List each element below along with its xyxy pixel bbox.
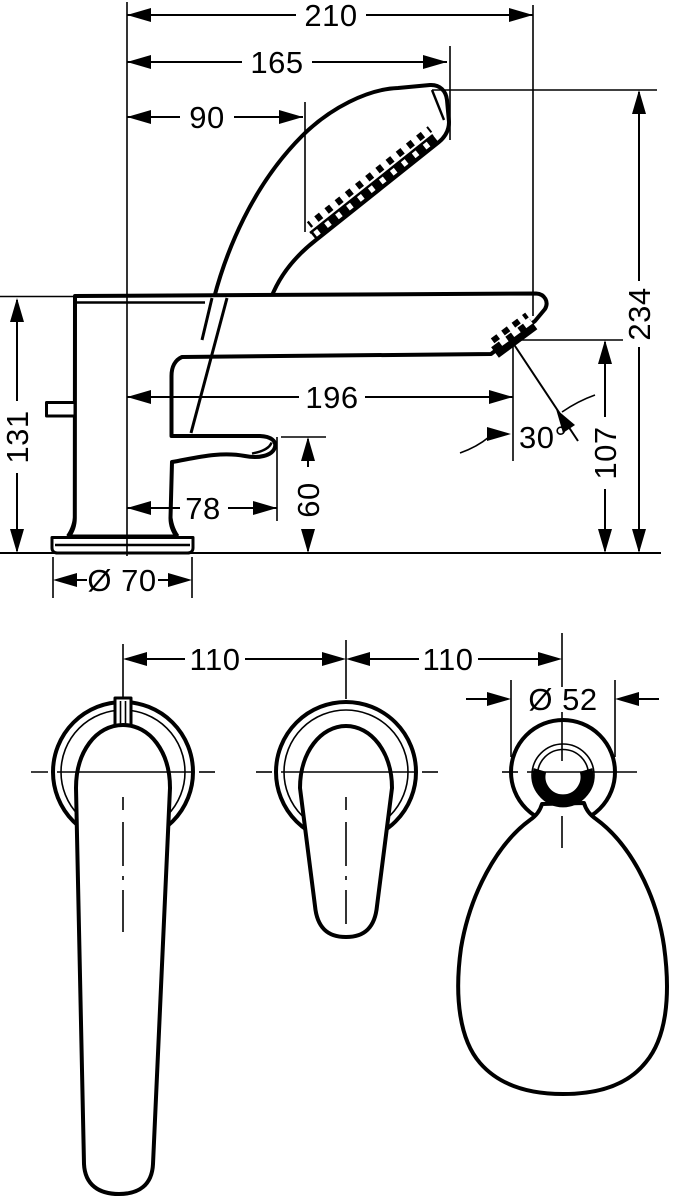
- shower-holder-line-short: [200, 297, 214, 341]
- top-views-dimensions: 110 110 Ø 52: [123, 642, 659, 757]
- handle-3-stem-crescent: [532, 768, 594, 808]
- dim-52-label: Ø 52: [528, 682, 597, 717]
- aerator-band: [491, 318, 538, 358]
- dim-165-arrow-left: [127, 55, 151, 69]
- dim-165-arrow-right: [423, 55, 447, 69]
- dim-110L-label: 110: [190, 642, 241, 677]
- handle-1-lever: [74, 723, 172, 1196]
- handle-3-knob-body: [456, 801, 669, 1096]
- lever-lip-line: [251, 442, 273, 455]
- dim-60: 60: [281, 436, 326, 553]
- dim-210: 210: [127, 0, 534, 316]
- spray-nozzle-row-2: [306, 126, 433, 228]
- dim-angle-30: 30°: [459, 342, 596, 455]
- dim-196-label: 196: [305, 380, 358, 415]
- dim-107-arrow-top: [598, 340, 612, 364]
- angle-30-arrow-diagonal: [556, 409, 575, 433]
- dim-131-label: 131: [0, 410, 35, 463]
- shower-holder-line-long: [189, 297, 229, 434]
- handle-2-centerlines: [256, 640, 438, 924]
- handle-view-short-lever: [256, 640, 438, 939]
- dim-234-arrow-bottom: [632, 529, 646, 553]
- dim-110L-arrow-left: [123, 652, 147, 666]
- angle-30-arrow-vertical: [487, 427, 511, 441]
- dim-196-arrow-right: [489, 390, 513, 404]
- shower-head-endcap-line: [430, 89, 446, 121]
- dim-60-label: 60: [291, 482, 326, 517]
- spray-nozzle-row-1: [309, 135, 440, 240]
- dim-dia-52: Ø 52: [466, 680, 659, 757]
- handle-top-views: 110 110 Ø 52: [31, 633, 669, 1196]
- aerator-band-notches: [495, 318, 533, 349]
- handle-view-long-lever: [31, 644, 215, 1196]
- handle-view-knob: [456, 633, 669, 1096]
- faucet-body-side: [45, 291, 549, 555]
- dim-107: 107: [513, 339, 623, 553]
- dim-dia-70: Ø 70: [52, 557, 193, 598]
- dim-110L-arrow-right: [322, 652, 346, 666]
- dim-70-label: Ø 70: [87, 563, 156, 598]
- side-view-dimensions: 210 165 90: [0, 0, 657, 598]
- dim-131-arrow-bottom: [10, 529, 24, 553]
- hand-shower-side: [212, 82, 451, 300]
- handle-3-centerlines: [502, 633, 637, 848]
- dim-131: 131: [0, 295, 74, 553]
- dim-196-arrow-left: [127, 390, 151, 404]
- dim-107-label: 107: [588, 426, 623, 479]
- dim-52-arrow-left: [487, 692, 511, 706]
- handle-1-centerlines: [31, 644, 215, 932]
- dim-234-label: 234: [622, 287, 657, 340]
- dim-110-right: 110: [346, 642, 562, 677]
- dim-60-arrow-top: [301, 437, 315, 461]
- dim-131-arrow-top: [10, 298, 24, 322]
- dim-90-label: 90: [189, 100, 224, 135]
- dim-52-arrow-right: [615, 692, 639, 706]
- side-elevation-view: 210 165 90: [0, 0, 661, 598]
- dim-165-label: 165: [250, 45, 303, 80]
- dim-110R-label: 110: [423, 642, 474, 677]
- dim-70-arrow-left: [53, 573, 77, 587]
- side-knob: [45, 401, 77, 418]
- dim-234-arrow-top: [632, 90, 646, 114]
- dim-110R-arrow-right: [538, 652, 562, 666]
- hand-shower-outline: [212, 82, 451, 300]
- dim-210-label: 210: [304, 0, 357, 33]
- dim-70-arrow-right: [168, 573, 192, 587]
- dim-165: 165: [127, 45, 451, 140]
- dim-90: 90: [127, 100, 306, 232]
- dim-110-left: 110: [123, 642, 346, 677]
- dim-210-arrow-right: [509, 8, 533, 22]
- dim-78: 78: [127, 437, 278, 526]
- angle-30-leader-left: [459, 436, 490, 454]
- dim-90-arrow-right: [279, 110, 303, 124]
- dim-78-arrow-right: [253, 501, 277, 515]
- dim-78-label: 78: [185, 491, 220, 526]
- base-foot-right: [169, 511, 180, 537]
- dim-110R-arrow-left: [346, 652, 370, 666]
- aerator: [489, 312, 538, 358]
- dim-210-arrow-left: [127, 8, 151, 22]
- dim-90-arrow-left: [127, 110, 151, 124]
- dim-234: 234: [432, 89, 657, 553]
- angle-30-leader-right: [561, 394, 596, 413]
- base-foot-left: [66, 511, 77, 537]
- angle-30-label: 30°: [519, 420, 567, 455]
- aerator-band-inner: [489, 312, 529, 345]
- dim-196: 196: [127, 343, 514, 461]
- dim-107-arrow-bottom: [598, 529, 612, 553]
- dim-78-arrow-left: [127, 501, 151, 515]
- dim-60-arrow-bottom: [301, 529, 315, 553]
